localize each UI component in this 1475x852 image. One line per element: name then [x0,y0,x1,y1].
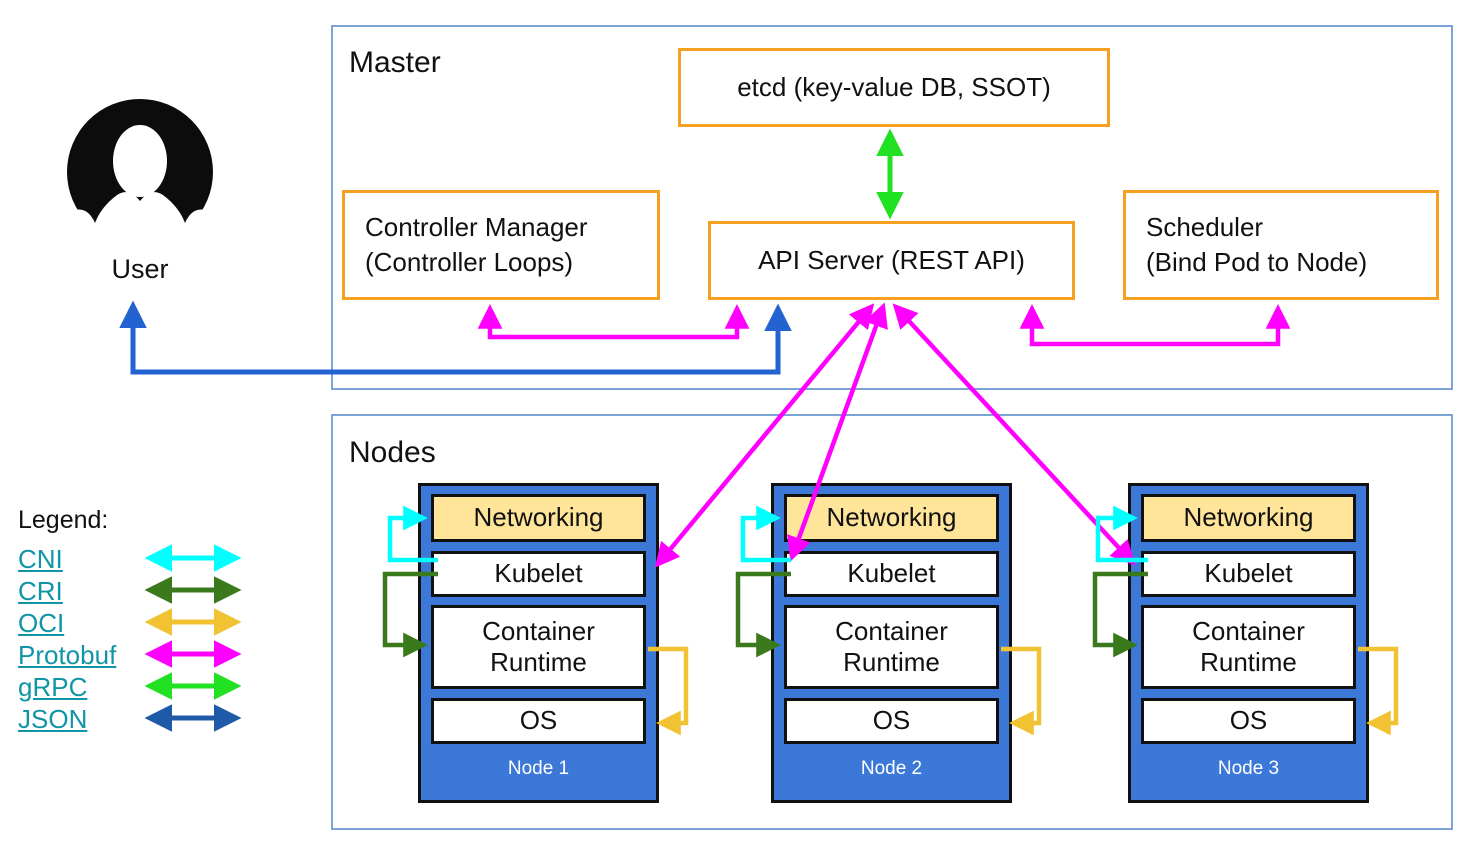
container-runtime-label: Container Runtime [482,615,595,677]
node-2-os-box: OS [784,698,999,744]
node-3: Networking Kubelet Container Runtime OS … [1128,483,1369,803]
controller-manager-label-line2: (Controller Loops) [365,247,574,277]
node-3-networking-box: Networking [1141,494,1356,542]
kubelet-label: Kubelet [1204,558,1293,589]
container-runtime-label: Container Runtime [835,615,948,677]
user-label: User [111,254,169,284]
networking-label: Networking [826,502,957,533]
node-2-networking-box: Networking [784,494,999,542]
legend-link-json[interactable]: JSON [18,703,88,734]
node-3-container-runtime-box: Container Runtime [1141,605,1356,689]
node-3-label: Node 3 [1217,758,1280,779]
user-icon [65,99,215,253]
container-runtime-label: Container Runtime [1192,615,1305,677]
controller-manager-box: Controller Manager (Controller Loops) [342,190,660,300]
node-2: Networking Kubelet Container Runtime OS … [771,483,1012,803]
legend-link-protobuf[interactable]: Protobuf [18,639,117,670]
node-1-networking-box: Networking [431,494,646,542]
node-3-kubelet-box: Kubelet [1141,551,1356,597]
legend-link-grpc[interactable]: gRPC [18,671,88,702]
legend-link-oci[interactable]: OCI [18,607,65,638]
controller-manager-label-line1: Controller Manager [365,212,588,242]
master-title: Master [349,46,441,79]
node-2-container-runtime-box: Container Runtime [784,605,999,689]
networking-label: Networking [1183,502,1314,533]
legend-title: Legend: [18,506,109,534]
api-server-box: API Server (REST API) [708,221,1075,300]
etcd-label: etcd (key-value DB, SSOT) [737,72,1051,102]
kubelet-label: Kubelet [847,558,936,589]
os-label: OS [1229,705,1268,736]
os-label: OS [872,705,911,736]
node-2-kubelet-box: Kubelet [784,551,999,597]
node-1: Networking Kubelet Container Runtime OS … [418,483,659,803]
etcd-box: etcd (key-value DB, SSOT) [678,48,1110,127]
scheduler-label-line1: Scheduler [1146,212,1264,242]
kubelet-label: Kubelet [494,558,583,589]
scheduler-box: Scheduler (Bind Pod to Node) [1123,190,1439,300]
api-server-label: API Server (REST API) [758,245,1025,275]
nodes-title: Nodes [349,436,436,469]
node-1-kubelet-box: Kubelet [431,551,646,597]
node-2-label: Node 2 [860,758,923,779]
scheduler-label-line2: (Bind Pod to Node) [1146,247,1368,277]
os-label: OS [519,705,558,736]
legend-link-cri[interactable]: CRI [18,575,63,606]
node-3-os-box: OS [1141,698,1356,744]
legend: Legend: CNI CRI OCI Protobuf gRPC JSON [18,506,298,735]
node-1-container-runtime-box: Container Runtime [431,605,646,689]
legend-link-cni[interactable]: CNI [18,543,63,574]
node-1-label: Node 1 [507,758,570,779]
node-1-os-box: OS [431,698,646,744]
networking-label: Networking [473,502,604,533]
